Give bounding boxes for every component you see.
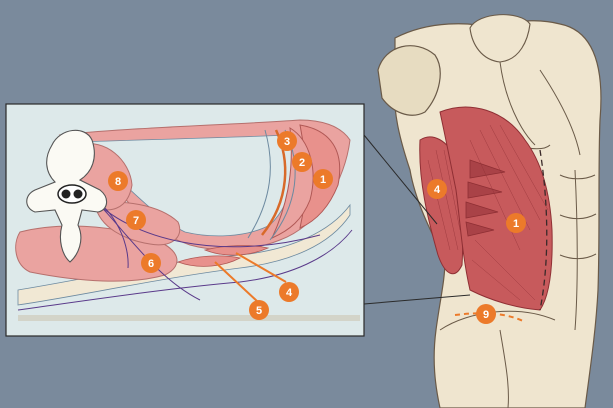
cross-section-inset (5, 103, 365, 337)
badge-label-2: 2 (292, 152, 312, 172)
connector-top (363, 134, 438, 225)
badge-label-7: 7 (126, 210, 146, 230)
leader-4 (235, 252, 287, 283)
inset-nerve-3 (89, 195, 321, 248)
leader-5 (214, 261, 259, 303)
shoulder (377, 45, 441, 116)
label-2-text: 2 (299, 157, 305, 169)
serratus-digit-2 (467, 181, 503, 199)
inset-nerve-purple-lower (17, 229, 353, 311)
inset-muscle-5 (176, 255, 242, 267)
badge-torso-label-4: 4 (427, 179, 447, 199)
vertebra-icon (26, 129, 108, 263)
badge-label-6: 6 (141, 253, 161, 273)
abs-line-2 (559, 213, 597, 220)
connector-bottom (363, 294, 471, 305)
abs-line-3 (559, 253, 597, 260)
serratus-digit-4 (465, 221, 495, 237)
badge-label-3: 3 (277, 131, 297, 151)
label-6-text: 6 (148, 258, 154, 270)
badge-torso-label-9: 9 (476, 304, 496, 324)
torso-label-4-text: 4 (434, 184, 441, 196)
badge-torso-label-1: 1 (506, 213, 526, 233)
label-8-text: 8 (115, 176, 121, 188)
torso-illustration (377, 14, 602, 408)
label-7-text: 7 (133, 215, 139, 227)
chest-line (499, 61, 536, 146)
linea-alba (574, 169, 578, 331)
neck (469, 14, 531, 63)
label-4-text: 4 (286, 287, 293, 299)
badge-label-5: 5 (249, 300, 269, 320)
pectoral-line (539, 69, 581, 156)
muscle-fibers (427, 124, 549, 301)
inset-fascia-line-1 (247, 129, 271, 239)
badge-label-8: 8 (108, 171, 128, 191)
serratus-digit-1 (469, 159, 506, 179)
muscle-edge-dashed (539, 149, 548, 311)
label-5-text: 5 (256, 305, 262, 317)
torso-label-9-text: 9 (483, 309, 489, 321)
spinal-canal (57, 184, 87, 204)
badge-label-1: 1 (313, 169, 333, 189)
badge-label-4: 4 (279, 282, 299, 302)
torso-label-1-text: 1 (513, 218, 519, 230)
thigh-line (499, 329, 509, 408)
label-3-text: 3 (284, 136, 290, 148)
serratus-digit-3 (465, 201, 499, 219)
label-1-text: 1 (320, 174, 326, 186)
abs-line-1 (559, 174, 596, 180)
